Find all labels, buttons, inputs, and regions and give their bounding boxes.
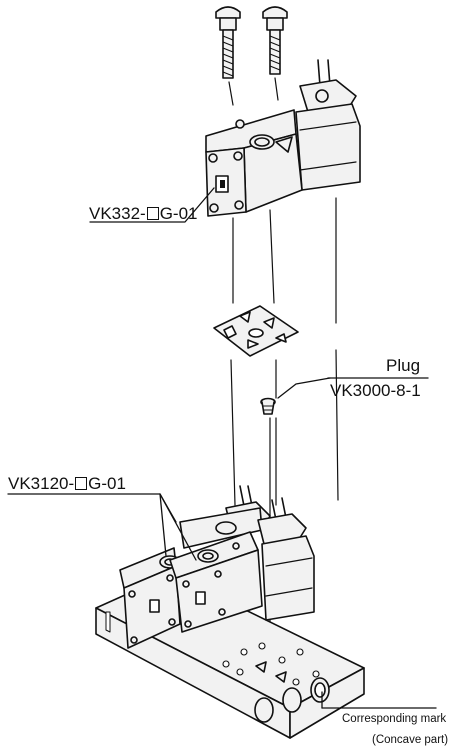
base-valve-front-right: [257, 497, 315, 621]
concave-part-label: (Concave part): [372, 734, 449, 746]
base-valve-rear: [179, 485, 271, 549]
top-valve-label: VK332-G-01: [89, 204, 198, 223]
screw-right: [262, 6, 288, 75]
corresponding-mark-label: Corresponding mark: [342, 713, 447, 725]
gasket: [213, 305, 299, 357]
model-placeholder-box: [75, 477, 88, 490]
base-valve-label: VK3120-G-01: [8, 474, 126, 493]
leader-lines: [7, 187, 437, 709]
plug: [260, 397, 276, 415]
top-valve-body: [205, 59, 361, 217]
model-placeholder-box: [146, 207, 159, 220]
screw-left: [215, 6, 241, 79]
plug-title-label: Plug: [386, 356, 421, 375]
base-valve-middle-unit: [169, 531, 263, 633]
plug-part-label: VK3000-8-1: [330, 381, 421, 400]
